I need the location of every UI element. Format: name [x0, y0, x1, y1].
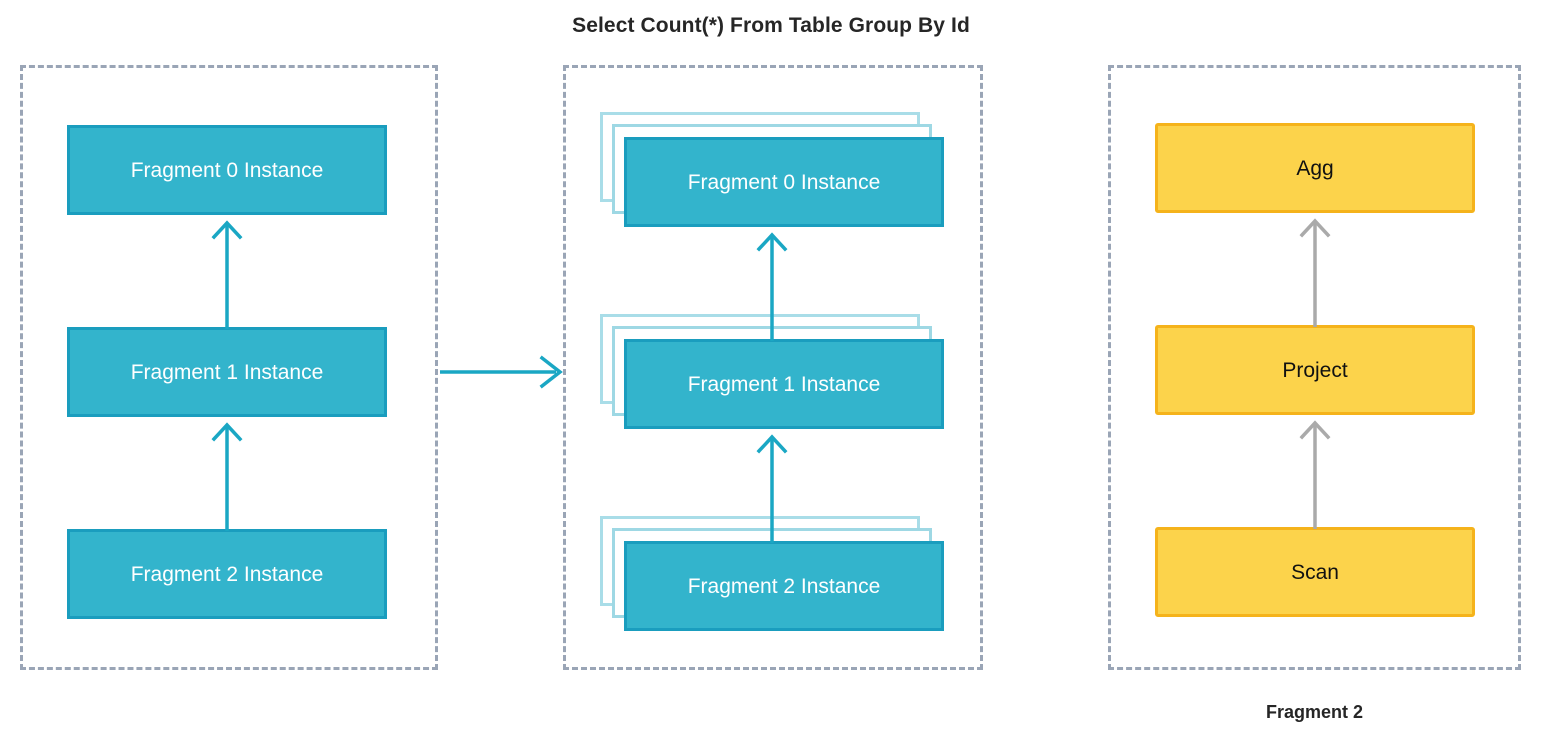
fragment-detail-caption: Fragment 2 [1265, 702, 1364, 722]
node-label: Fragment 0 Instance [130, 158, 324, 182]
node-label: Scan [1291, 560, 1339, 584]
panel-fragment-detail [1108, 65, 1521, 670]
node-label: Fragment 2 Instance [687, 574, 881, 598]
node-operator-project[interactable]: Project [1155, 325, 1475, 415]
node-operator-scan[interactable]: Scan [1155, 527, 1475, 617]
node-label: Project [1282, 358, 1348, 382]
page-title: Select Count(*) From Table Group By Id [572, 14, 970, 37]
node-fragment-0-instance[interactable]: Fragment 0 Instance [624, 137, 944, 227]
arrow-up-scan-to-project [1299, 420, 1331, 529]
arrow-right-logical-to-parallel [440, 355, 563, 389]
node-fragment-1-instance[interactable]: Fragment 1 Instance [624, 339, 944, 429]
arrow-up-fragment1-to-fragment0 [756, 232, 788, 341]
node-fragment-0-instance[interactable]: Fragment 0 Instance [67, 125, 387, 215]
arrow-up-project-to-agg [1299, 218, 1331, 327]
node-label: Fragment 1 Instance [130, 360, 324, 384]
node-fragment-2-instance[interactable]: Fragment 2 Instance [624, 541, 944, 631]
node-stack-fragment-0[interactable]: Fragment 0 Instance [600, 112, 944, 227]
arrow-up-fragment1-to-fragment0 [211, 220, 243, 329]
node-label: Fragment 0 Instance [687, 170, 881, 194]
node-fragment-1-instance[interactable]: Fragment 1 Instance [67, 327, 387, 417]
node-fragment-2-instance[interactable]: Fragment 2 Instance [67, 529, 387, 619]
panel-logical-plan [20, 65, 438, 670]
node-label: Fragment 1 Instance [687, 372, 881, 396]
node-label: Fragment 2 Instance [130, 562, 324, 586]
panel-parallel-plan [563, 65, 983, 670]
node-label: Agg [1296, 156, 1334, 180]
arrow-up-fragment2-to-fragment1 [756, 434, 788, 543]
arrow-up-fragment2-to-fragment1 [211, 422, 243, 531]
node-stack-fragment-2[interactable]: Fragment 2 Instance [600, 516, 944, 631]
node-operator-agg[interactable]: Agg [1155, 123, 1475, 213]
